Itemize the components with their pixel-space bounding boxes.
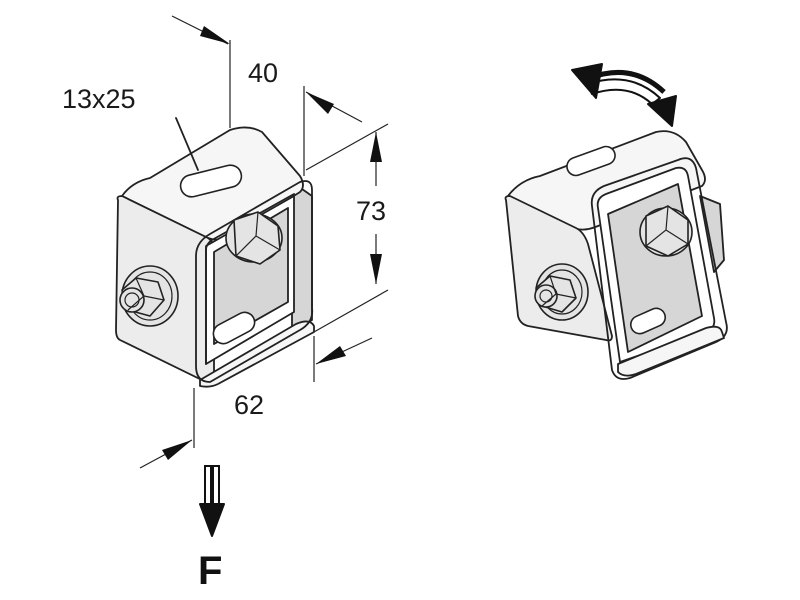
bolt-head-rear [225,211,283,265]
slot-hole-top [179,164,243,198]
force-label: F [198,549,222,593]
arrow-73-top [370,132,382,162]
dim-depth-label: 40 [248,58,278,88]
bolt-head-rear-right [639,205,693,257]
dim-slot-label: 13x25 [62,84,136,114]
slot-hole-bottom-right [629,307,667,335]
rotation-arrow [571,63,677,127]
slot-hole-bottom [212,311,256,345]
bolt-nut-side [119,265,179,327]
dim-width-label: 62 [234,390,264,420]
arrow-73-bottom [370,254,382,284]
arrow-40-right [306,92,334,114]
dimension-lines [139,15,389,469]
dim-height-label: 73 [356,196,386,226]
slot-hole-top-right [566,145,616,177]
bracket-right [504,130,728,380]
arrow-62-right [316,346,346,364]
force-arrow [199,465,225,537]
bracket-left [115,117,315,388]
arrow-40-left [200,26,230,44]
bolt-nut-side-right [534,263,589,321]
arrow-62-left [162,440,192,460]
